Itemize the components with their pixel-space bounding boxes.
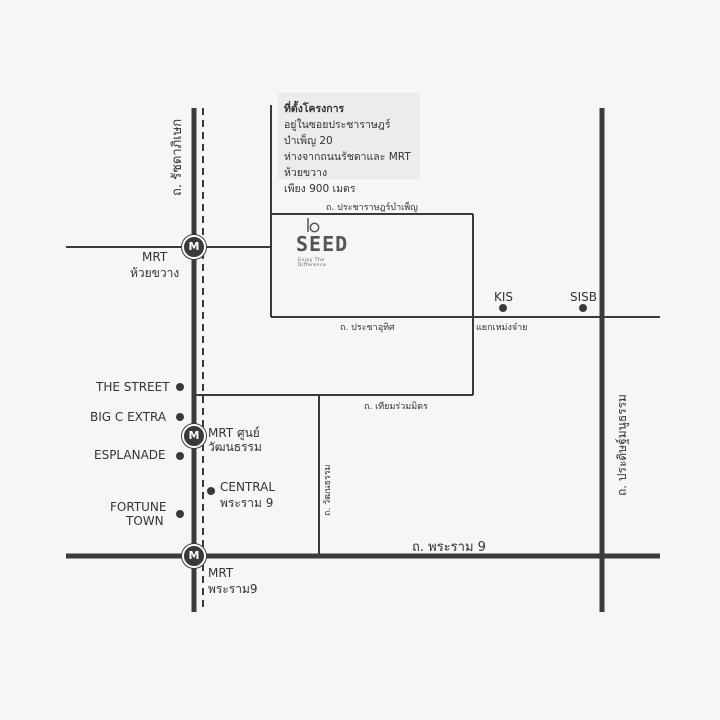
landmark-kis-label: KIS xyxy=(494,290,514,304)
landmark-sisb-dot xyxy=(579,304,587,312)
mrt-huai-khwang-label-1: MRT xyxy=(142,250,168,264)
landmark-sisb-label: SISB xyxy=(570,290,598,304)
road-label-pracha-uthit: ถ. ประชาอุทิศ xyxy=(340,323,395,333)
landmark-kis-dot xyxy=(499,304,507,312)
mrt-cultural-centre-label-2: วัฒนธรรม xyxy=(208,440,262,454)
landmark-big-c-label: BIG C EXTRA xyxy=(90,410,167,424)
info-line-1: อยู่ในซอยประชาราษฎร์บำเพ็ญ 20 xyxy=(284,119,391,147)
landmark-fortune-label-2: TOWN xyxy=(126,514,164,528)
road-label-pradit-manutham: ถ. ประดิษฐ์มนูธรรม xyxy=(615,394,629,496)
landmark-fortune-label-1: FORTUNE xyxy=(110,500,167,514)
landmark-central-label-1: CENTRAL xyxy=(220,480,276,494)
logo-tagline: Enjoy The Difference xyxy=(298,258,327,268)
road-label-pracharat-bamphen: ถ. ประชาราษฎร์บำเพ็ญ xyxy=(326,203,418,213)
project-info-box: ที่ตั้งโครงการ อยู่ในซอยประชาราษฎร์บำเพ็… xyxy=(278,93,420,195)
info-line-3: เพียง 900 เมตร xyxy=(284,183,356,195)
road-label-ratchada: ถ. รัชดาภิเษก xyxy=(170,118,185,196)
landmark-big-c-dot xyxy=(176,413,184,421)
mrt-rama9-label-1: MRT xyxy=(208,566,234,580)
landmark-esplanade-dot xyxy=(176,452,184,460)
info-title: ที่ตั้งโครงการ xyxy=(284,103,345,115)
road-label-rama9: ถ. พระราม 9 xyxy=(412,540,486,555)
road-label-watthanatham: ถ. วัฒนธรรม xyxy=(323,464,333,516)
landmark-esplanade-label: ESPLANADE xyxy=(94,448,166,462)
logo-text: SEED xyxy=(296,232,349,256)
info-line-2: ห่างจากถนนรัชดาและ MRT ห้วยขวาง xyxy=(284,151,411,179)
mrt-cultural-centre-icon: M xyxy=(182,424,206,448)
landmark-the-street-dot xyxy=(176,383,184,391)
road-label-thiam-ruammit: ถ. เทียมร่วมมิตร xyxy=(364,402,428,412)
landmark-fortune-dot xyxy=(176,510,184,518)
mrt-rama9-label-2: พระราม9 xyxy=(208,582,258,596)
intersection-label: แยกเหม่งจ๋าย xyxy=(476,323,528,333)
mrt-huai-khwang-icon: M xyxy=(182,235,206,259)
landmark-central-label-2: พระราม 9 xyxy=(220,496,274,510)
mrt-cultural-centre-label-1: MRT ศูนย์ xyxy=(208,426,260,440)
mrt-huai-khwang-label-2: ห้วยขวาง xyxy=(130,266,180,280)
mrt-rama9-icon: M xyxy=(182,544,206,568)
landmark-the-street-label: THE STREET xyxy=(96,380,170,394)
seed-logo-icon xyxy=(307,218,320,233)
landmark-central-dot xyxy=(207,487,215,495)
